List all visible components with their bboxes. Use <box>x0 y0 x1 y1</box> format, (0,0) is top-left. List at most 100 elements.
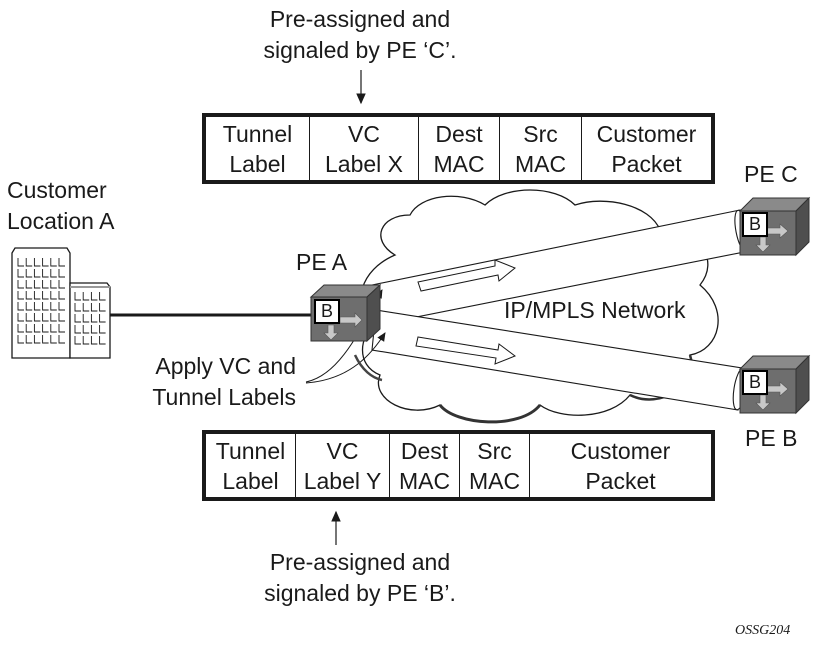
building-window <box>50 302 57 311</box>
building-window <box>17 280 24 289</box>
building-window <box>17 291 24 300</box>
building-window <box>90 336 98 345</box>
building-window <box>25 258 33 267</box>
building-window <box>33 313 41 322</box>
pe-c-label: PE C <box>744 161 798 187</box>
building-window <box>82 336 90 345</box>
customer-location-line1: Customer <box>7 177 107 203</box>
building-window <box>74 325 81 334</box>
building-window <box>42 302 49 311</box>
pe-b-label: PE B <box>745 425 798 451</box>
building-window <box>33 280 41 289</box>
building-window <box>58 269 65 278</box>
pe-c-badge: B <box>748 214 761 234</box>
pe-b-badge: B <box>748 372 761 392</box>
building-window <box>90 303 98 312</box>
building-window <box>99 314 106 323</box>
building-window <box>74 303 81 312</box>
building-window <box>17 324 24 333</box>
building-window <box>99 325 106 334</box>
building-window <box>82 325 90 334</box>
flow-arrow-upper <box>417 259 516 292</box>
building-window <box>17 302 24 311</box>
building-window <box>58 280 65 289</box>
building-window <box>58 313 65 322</box>
router-pe-c <box>738 196 811 257</box>
building-window <box>42 335 49 344</box>
building-window <box>90 325 98 334</box>
building-window <box>42 258 49 267</box>
building-window <box>50 335 57 344</box>
building-window <box>58 291 65 300</box>
building-window <box>99 292 106 301</box>
router-pe-a <box>309 283 382 343</box>
building-window <box>74 336 81 345</box>
building-window <box>50 291 57 300</box>
building-window <box>25 302 33 311</box>
building-window <box>33 269 41 278</box>
apply-labels-annotation: Apply VC and Tunnel Labels <box>134 351 296 413</box>
bottom-annotation-line1: Pre-assigned and <box>269 549 451 575</box>
building-window <box>74 292 81 301</box>
customer-location-label: Customer Location A <box>7 175 114 237</box>
building-window <box>17 258 24 267</box>
flow-arrow-lower <box>415 336 517 365</box>
building-window <box>99 336 106 345</box>
building-window <box>33 302 41 311</box>
building-window <box>17 335 24 344</box>
building-window <box>42 313 49 322</box>
building-icon <box>11 247 111 359</box>
building-window <box>99 303 106 312</box>
building-window <box>17 269 24 278</box>
top-annotation: Pre-assigned and signaled by PE ‘C’. <box>230 4 490 66</box>
building-window <box>25 269 33 278</box>
building-window <box>58 258 65 267</box>
building-window <box>17 313 24 322</box>
building-window <box>58 302 65 311</box>
building-window <box>42 324 49 333</box>
building-window <box>50 313 57 322</box>
building-window <box>50 324 57 333</box>
building-window <box>33 335 41 344</box>
building-window <box>33 258 41 267</box>
building-window <box>58 335 65 344</box>
building-window <box>90 292 98 301</box>
router-pe-b <box>738 354 811 415</box>
building-window <box>33 291 41 300</box>
top-annotation-line1: Pre-assigned and <box>269 6 451 32</box>
network-label: IP/MPLS Network <box>504 297 686 323</box>
pe-a-label: PE A <box>296 249 348 275</box>
building-window <box>50 258 57 267</box>
customer-location-line2: Location A <box>7 208 115 234</box>
top-annotation-line2: signaled by PE ‘C’. <box>263 37 457 63</box>
building-window <box>82 303 90 312</box>
bottom-annotation-line2: signaled by PE ‘B’. <box>264 580 456 606</box>
apply-labels-line1: Apply VC and <box>155 353 296 379</box>
building-window <box>82 314 90 323</box>
building-window <box>82 292 90 301</box>
building-window <box>90 314 98 323</box>
building-window <box>25 335 33 344</box>
building-window <box>42 280 49 289</box>
building-window <box>25 280 33 289</box>
building-window <box>74 314 81 323</box>
building-window <box>33 324 41 333</box>
building-window <box>58 324 65 333</box>
building-window <box>25 313 33 322</box>
building-window <box>42 269 49 278</box>
building-window <box>42 291 49 300</box>
figure-id: OSSG204 <box>735 623 791 638</box>
pe-a-badge: B <box>320 301 333 321</box>
